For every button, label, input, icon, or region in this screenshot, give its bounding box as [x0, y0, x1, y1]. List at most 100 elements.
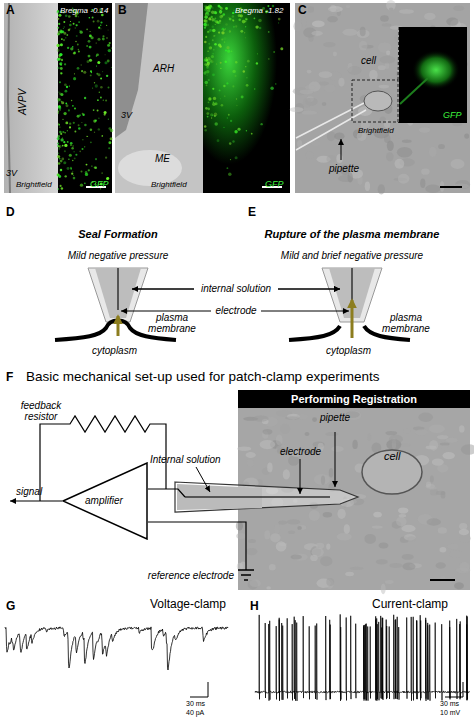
gfp-speck	[232, 140, 234, 142]
tissue-grain	[253, 415, 269, 421]
gfp-speck	[60, 72, 62, 74]
tissue-grain	[432, 458, 444, 465]
gfp-speck	[56, 44, 59, 47]
tissue-grain	[320, 556, 332, 566]
gfp-speck	[65, 121, 68, 124]
gfp-speck	[81, 70, 83, 72]
node-text: ARH	[153, 63, 174, 74]
gfp-speck	[67, 167, 70, 170]
gfp-speck	[98, 128, 100, 130]
gfp-speck	[100, 86, 103, 89]
gfp-speck	[61, 73, 62, 74]
gfp-speck	[67, 141, 69, 143]
gfp-speck	[108, 119, 109, 120]
tissue-grain	[236, 521, 243, 530]
tissue-grain	[246, 548, 257, 555]
tissue-grain	[380, 15, 389, 22]
gfp-speck	[63, 39, 65, 41]
gfp-speck	[211, 55, 214, 58]
cell-image	[362, 450, 422, 494]
gfp-speck	[254, 88, 256, 90]
gfp-speck	[59, 81, 61, 83]
gfp-speck	[232, 15, 234, 17]
tissue-grain	[360, 27, 366, 37]
gfp-speck	[62, 131, 64, 133]
gfp-speck	[58, 57, 61, 60]
gfp-speck	[59, 109, 61, 111]
gfp-speck	[244, 32, 245, 33]
tissue-grain	[260, 440, 276, 449]
tissue-grain	[248, 539, 256, 543]
gfp-speck	[234, 130, 237, 133]
gfp-speck	[246, 84, 249, 87]
tissue-grain	[269, 564, 276, 571]
gfp-speck	[211, 10, 214, 13]
gfp-speck	[223, 29, 225, 31]
gfp-speck	[242, 20, 246, 24]
tissue-grain	[246, 452, 256, 458]
gfp-speck	[70, 142, 73, 145]
gfp-speck	[247, 60, 250, 63]
gfp-speck	[211, 18, 214, 21]
gfp-speck	[81, 122, 82, 123]
current-clamp-trace	[255, 614, 470, 701]
tissue-grain	[369, 70, 378, 80]
gfp-speck	[83, 71, 86, 74]
gfp-speck	[86, 29, 88, 31]
tissue-grain	[276, 541, 287, 551]
node-text: cell	[384, 450, 401, 462]
tissue-grain	[398, 507, 408, 513]
node-text: Performing Registration	[238, 393, 470, 405]
gfp-speck	[106, 37, 108, 39]
tissue-grain	[424, 13, 436, 20]
scale-bar	[440, 186, 462, 188]
tissue-grain	[334, 133, 344, 140]
gfp-speck	[223, 127, 224, 128]
gfp-speck	[89, 17, 90, 18]
tissue-grain	[305, 85, 315, 90]
tissue-grain	[264, 530, 270, 539]
tissue-grain	[461, 444, 474, 454]
leader-arrow	[278, 289, 340, 290]
gfp-speck	[204, 27, 206, 29]
tissue-grain	[389, 563, 402, 568]
gfp-speck	[97, 38, 100, 41]
gfp-speck	[100, 97, 102, 99]
tissue-grain	[379, 85, 390, 89]
gfp-speck	[236, 98, 237, 99]
gfp-speck	[58, 112, 60, 114]
node-text: Bregma -1.82	[235, 7, 283, 16]
gfp-speck	[57, 98, 60, 101]
node-text: GFP	[443, 111, 462, 121]
gfp-speck	[209, 46, 212, 49]
tissue-grain	[301, 111, 317, 115]
gfp-speck	[75, 24, 77, 26]
gfp-speck	[207, 24, 210, 27]
gfp-speck	[57, 58, 60, 61]
current-trace	[5, 627, 228, 670]
gfp-speck	[79, 151, 81, 153]
tissue-grain	[312, 21, 325, 28]
tissue-grain	[311, 141, 320, 146]
gfp-speck	[84, 146, 85, 147]
leader-arrow	[261, 311, 349, 312]
gfp-speck	[219, 22, 221, 24]
gfp-speck	[207, 6, 210, 9]
gfp-speck	[221, 56, 222, 57]
gfp-speck	[108, 49, 111, 52]
scale-label: 10 mV	[440, 709, 460, 717]
gfp-speck	[98, 27, 100, 29]
gfp-speck	[58, 175, 61, 178]
tissue-grain	[456, 567, 471, 573]
tissue-grain	[420, 22, 433, 26]
gfp-speck	[229, 18, 232, 21]
gfp-speck	[209, 59, 212, 62]
tissue-texture	[290, 0, 470, 194]
gfp-speck	[213, 49, 215, 51]
tissue-grain	[299, 89, 313, 94]
gfp-speck	[71, 147, 74, 150]
part-label: electrode	[280, 446, 321, 457]
tissue-grain	[338, 78, 344, 87]
recording-photo-panel: Performing Registrationpipettecell	[238, 390, 470, 590]
gfp-speck	[226, 82, 228, 84]
